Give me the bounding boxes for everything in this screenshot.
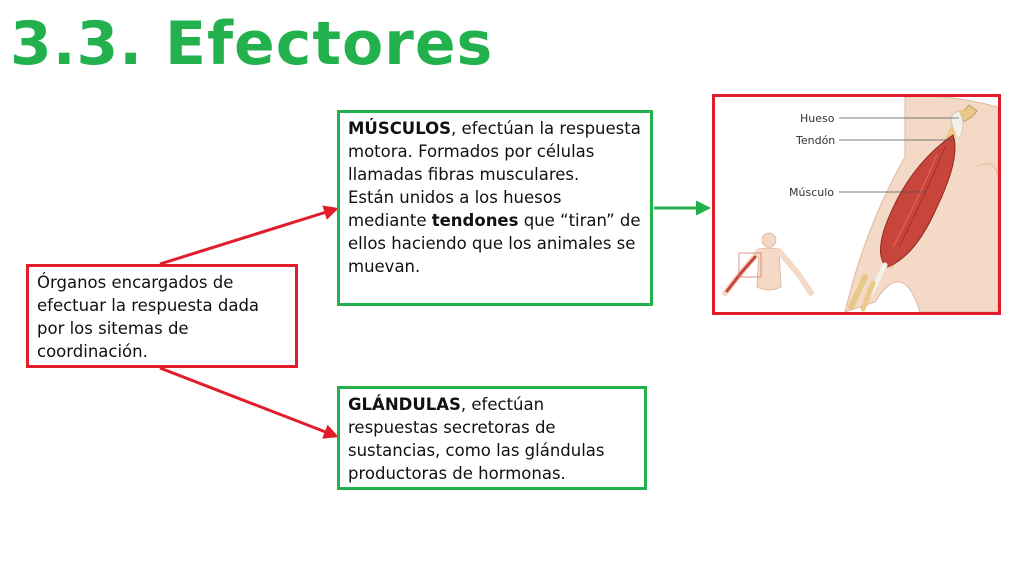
arm-anatomy-illustration: Hueso Tendón Músculo <box>722 97 998 312</box>
organos-box: Órganos encargados de efectuar la respue… <box>26 264 298 368</box>
musculos-union-end: que “tiran” de ellos haciendo que los an… <box>348 211 641 276</box>
small-body-icon <box>722 232 814 296</box>
musculo-label: Músculo <box>789 186 834 199</box>
arrow-to-musculos <box>159 205 339 266</box>
musculos-heading: MÚSCULOS <box>348 119 452 138</box>
glandulas-heading: GLÁNDULAS <box>348 395 461 414</box>
hueso-label: Hueso <box>800 112 835 125</box>
organos-text: Órganos encargados de efectuar la respue… <box>37 273 260 361</box>
musculos-description: , efectúan la respuesta motora. Formados… <box>348 119 641 184</box>
page-title: 3.3. Efectores <box>10 9 494 79</box>
tendon-label: Tendón <box>795 134 835 147</box>
arrow-to-glandulas <box>159 366 339 439</box>
musculos-box: MÚSCULOS, efectúan la respuesta motora. … <box>337 110 653 306</box>
tendones-term: tendones <box>431 211 519 230</box>
large-arm-illustration <box>844 97 998 312</box>
glandulas-box: GLÁNDULAS, efectúan respuestas secretora… <box>337 386 647 490</box>
arm-anatomy-figure: Hueso Tendón Músculo <box>712 94 1001 315</box>
musculos-paragraph-2: Están unidos a los huesos mediante tendo… <box>348 186 642 278</box>
glandulas-paragraph: GLÁNDULAS, efectúan respuestas secretora… <box>348 393 636 485</box>
musculos-union-start: Están unidos a los huesos mediante <box>348 188 562 230</box>
musculos-paragraph-1: MÚSCULOS, efectúan la respuesta motora. … <box>348 117 642 186</box>
glandulas-description: , efectúan respuestas secretoras de sust… <box>348 395 605 483</box>
